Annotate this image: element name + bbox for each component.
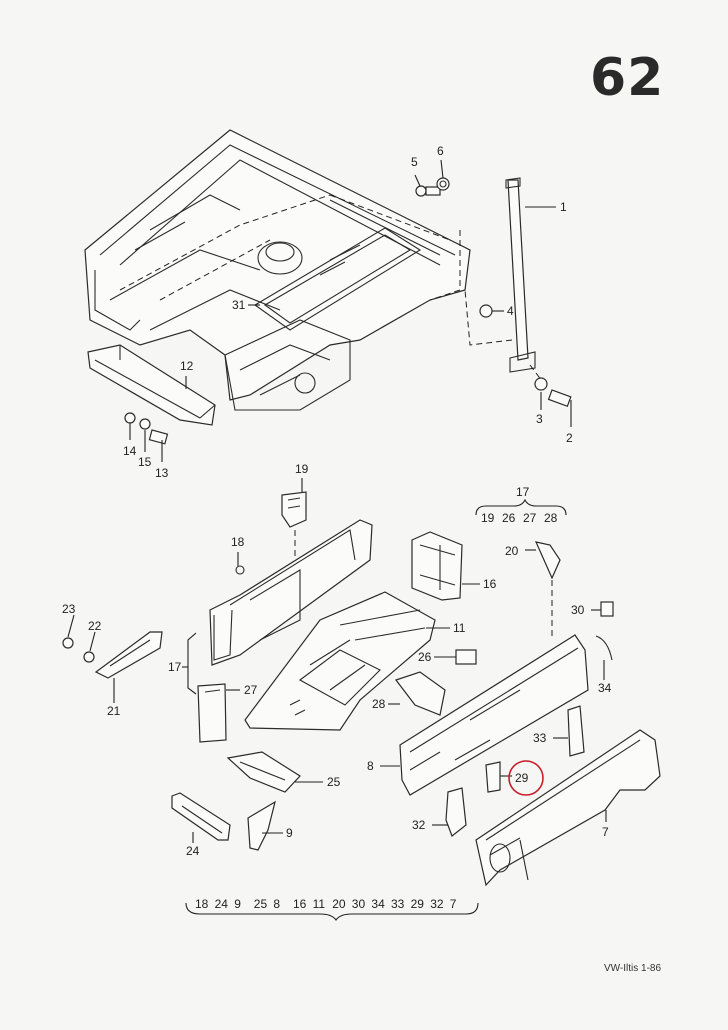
floor-pan	[244, 591, 436, 731]
bottom-group-item-1: 24	[215, 897, 229, 911]
bottom-group-item-4: 8	[273, 897, 280, 911]
callout-3: 3	[536, 412, 543, 426]
callout-31: 31	[232, 298, 246, 312]
callout-4: 4	[507, 304, 514, 318]
clip-26	[455, 649, 477, 665]
highlight-circle	[508, 760, 544, 796]
bottom-group-item-2: 9	[234, 897, 241, 911]
callout-28: 28	[372, 697, 386, 711]
callout-labels: 1 2 3 4 5 6 7 8 9 11 12 13 14 15 16 17 1…	[62, 144, 612, 858]
callout-2: 2	[566, 431, 573, 445]
callout-17-left: 17	[168, 660, 182, 674]
sill-panel-8	[399, 634, 589, 796]
inner-panel-left	[209, 519, 373, 666]
bottom-group-item-0: 18	[195, 897, 209, 911]
bottom-group-item-6: 11	[313, 897, 326, 911]
callout-33: 33	[533, 731, 547, 745]
group-17-item-2: 27	[523, 511, 537, 525]
callout-7: 7	[602, 825, 609, 839]
bottom-group-item-10: 33	[391, 897, 405, 911]
bracket-25	[226, 751, 301, 793]
bottom-part-group: 18 24 9 25 8 16 11 20 30 34 33 29 32 7	[195, 897, 457, 911]
bottom-group-item-3: 25	[254, 897, 268, 911]
group-17-item-3: 28	[544, 511, 558, 525]
clip-30	[600, 601, 614, 617]
callout-18: 18	[231, 535, 245, 549]
bottom-group-item-5: 16	[293, 897, 307, 911]
callout-8: 8	[367, 759, 374, 773]
group-17-item-0: 19	[481, 511, 495, 525]
bracket-24	[171, 792, 231, 841]
callout-22: 22	[88, 619, 102, 633]
bracket-9	[247, 800, 276, 851]
callout-29: 29	[515, 771, 529, 785]
page-number: 62	[590, 48, 665, 108]
callout-1: 1	[560, 200, 567, 214]
callout-23: 23	[62, 602, 76, 616]
bracket-19	[281, 491, 307, 560]
footer-label: VW-Iltis 1-86	[604, 963, 662, 974]
callout-12: 12	[180, 359, 194, 373]
bottom-group-item-12: 32	[430, 897, 444, 911]
callout-25: 25	[327, 775, 341, 789]
bracket-28	[395, 671, 446, 716]
strut-rod	[464, 177, 546, 386]
bracket-27	[197, 683, 227, 743]
callout-30: 30	[571, 603, 585, 617]
callout-13: 13	[155, 466, 169, 480]
side-panel-16	[411, 531, 463, 601]
callout-24: 24	[186, 844, 200, 858]
callout-11: 11	[453, 621, 466, 635]
callout-19: 19	[295, 462, 309, 476]
small-parts-left	[62, 631, 163, 679]
callout-27: 27	[244, 683, 258, 697]
group-17-members: 19 26 27 28	[481, 511, 558, 525]
callout-21: 21	[107, 704, 121, 718]
callout-17-top: 17	[516, 485, 530, 499]
body-floor-assembly	[84, 129, 471, 411]
hook-34	[595, 635, 613, 661]
fasteners-upper	[124, 177, 572, 445]
bottom-group-item-7: 20	[332, 897, 346, 911]
bracket-29	[485, 761, 501, 793]
callout-26: 26	[418, 650, 432, 664]
callout-5: 5	[411, 155, 418, 169]
bottom-group-item-11: 29	[411, 897, 425, 911]
callout-9: 9	[286, 826, 293, 840]
bracket-20	[534, 541, 561, 640]
leader-lines	[67, 159, 607, 921]
bracket-32	[445, 787, 467, 837]
callout-16: 16	[483, 577, 497, 591]
callout-6: 6	[437, 144, 444, 158]
callout-15: 15	[138, 455, 152, 469]
bottom-group-item-8: 30	[352, 897, 366, 911]
fender-panel-7	[475, 729, 661, 887]
callout-20: 20	[505, 544, 519, 558]
callout-34: 34	[598, 681, 612, 695]
callout-32: 32	[412, 818, 426, 832]
bottom-group-item-9: 34	[371, 897, 385, 911]
group-17-item-1: 26	[502, 511, 516, 525]
bottom-group-item-13: 7	[450, 897, 457, 911]
callout-14: 14	[123, 444, 137, 458]
strip-33	[567, 705, 585, 757]
crossmember	[87, 344, 216, 426]
